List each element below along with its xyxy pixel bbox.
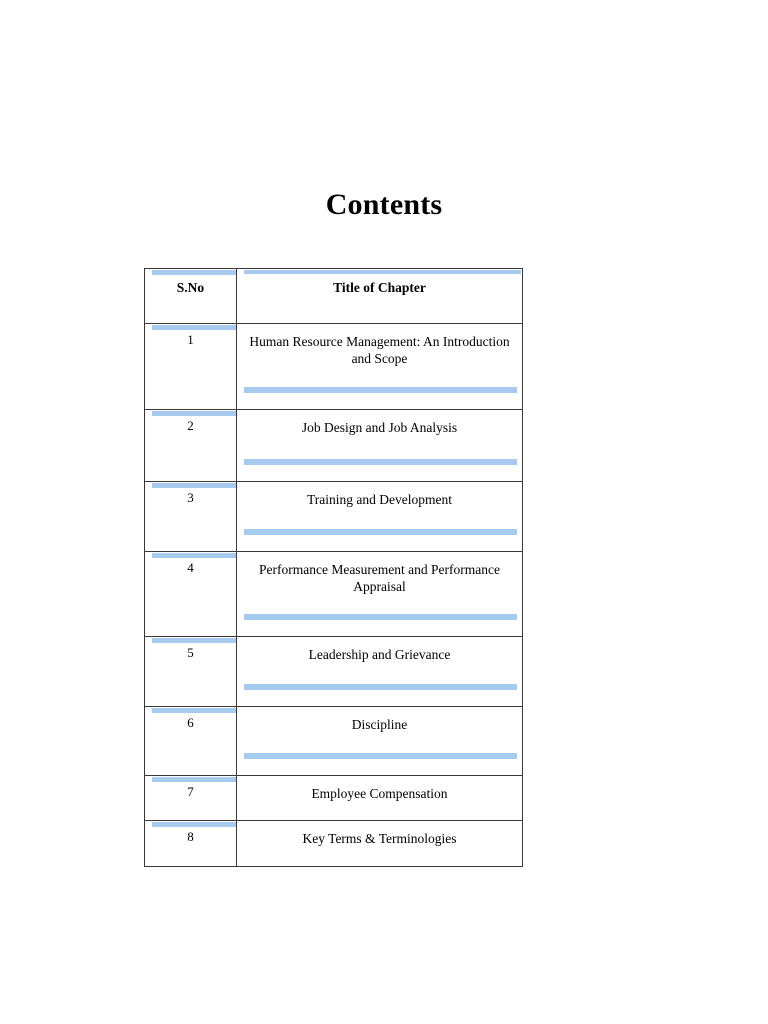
table-cell-sno: 4 bbox=[144, 551, 237, 637]
chapter-number: 3 bbox=[187, 490, 194, 505]
table-row: 4 Performance Measurement and Performance… bbox=[144, 551, 523, 637]
accent-bar-top bbox=[152, 553, 236, 558]
table-cell-title: Employee Compensation bbox=[236, 775, 523, 821]
chapter-title: Job Design and Job Analysis bbox=[301, 420, 458, 435]
table-cell-sno: 2 bbox=[144, 409, 237, 482]
chapter-number: 8 bbox=[187, 829, 194, 844]
table-cell-sno: 8 bbox=[144, 820, 237, 867]
accent-bar-top bbox=[152, 638, 236, 643]
accent-bar-bottom bbox=[244, 529, 517, 535]
accent-bar-top bbox=[152, 822, 236, 827]
accent-bar-top bbox=[244, 270, 521, 274]
column-header-sno-label: S.No bbox=[176, 280, 205, 295]
accent-bar-top bbox=[152, 325, 236, 330]
table-row: 3 Training and Development bbox=[144, 481, 523, 552]
chapter-title: Employee Compensation bbox=[311, 786, 448, 801]
accent-bar-top bbox=[152, 483, 236, 488]
table-row: 8 Key Terms & Terminologies bbox=[144, 820, 523, 867]
table-cell-title: Training and Development bbox=[236, 481, 523, 552]
table-cell-title: Key Terms & Terminologies bbox=[236, 820, 523, 867]
chapter-title: Key Terms & Terminologies bbox=[302, 831, 457, 846]
accent-bar-top bbox=[152, 708, 236, 713]
table-row: 1 Human Resource Management: An Introduct… bbox=[144, 323, 523, 410]
table-body: 1 Human Resource Management: An Introduct… bbox=[144, 323, 523, 867]
table-of-contents: S.No Title of Chapter 1 Human Resource Ma… bbox=[144, 268, 523, 867]
chapter-title: Discipline bbox=[351, 717, 408, 732]
table-row: 5 Leadership and Grievance bbox=[144, 636, 523, 707]
accent-bar-top bbox=[152, 777, 236, 782]
column-header-title: Title of Chapter bbox=[236, 268, 523, 324]
accent-bar-top bbox=[152, 270, 236, 275]
page-title: Contents bbox=[325, 188, 443, 221]
table-cell-sno: 3 bbox=[144, 481, 237, 552]
accent-bar-bottom bbox=[244, 387, 517, 393]
table-row: 6 Discipline bbox=[144, 706, 523, 776]
accent-bar-top bbox=[152, 411, 236, 416]
table-row: 7 Employee Compensation bbox=[144, 775, 523, 821]
table-cell-title: Performance Measurement and Performance … bbox=[236, 551, 523, 637]
column-header-sno: S.No bbox=[144, 268, 237, 324]
accent-bar-bottom bbox=[244, 684, 517, 690]
table-cell-title: Job Design and Job Analysis bbox=[236, 409, 523, 482]
table-header: S.No Title of Chapter bbox=[144, 268, 523, 324]
chapter-number: 7 bbox=[187, 784, 194, 799]
table-row: 2 Job Design and Job Analysis bbox=[144, 409, 523, 482]
chapter-number: 6 bbox=[187, 715, 194, 730]
chapter-title: Leadership and Grievance bbox=[308, 647, 451, 662]
accent-bar-bottom bbox=[244, 459, 517, 465]
chapter-number: 2 bbox=[187, 418, 194, 433]
table-cell-title: Human Resource Management: An Introducti… bbox=[236, 323, 523, 410]
chapter-title: Training and Development bbox=[307, 492, 452, 507]
chapter-title: Human Resource Management: An Introducti… bbox=[249, 334, 510, 367]
table-cell-title: Leadership and Grievance bbox=[236, 636, 523, 707]
accent-bar-bottom bbox=[244, 753, 517, 759]
table-cell-sno: 5 bbox=[144, 636, 237, 707]
chapter-title: Performance Measurement and Performance … bbox=[258, 562, 501, 595]
chapter-number: 4 bbox=[187, 560, 194, 575]
table-cell-sno: 6 bbox=[144, 706, 237, 776]
table-cell-title: Discipline bbox=[236, 706, 523, 776]
table-cell-sno: 1 bbox=[144, 323, 237, 410]
table-cell-sno: 7 bbox=[144, 775, 237, 821]
chapter-number: 5 bbox=[187, 645, 194, 660]
column-header-title-label: Title of Chapter bbox=[333, 280, 426, 295]
accent-bar-bottom bbox=[244, 614, 517, 620]
table-header-row: S.No Title of Chapter bbox=[144, 268, 523, 324]
chapter-number: 1 bbox=[187, 332, 194, 347]
